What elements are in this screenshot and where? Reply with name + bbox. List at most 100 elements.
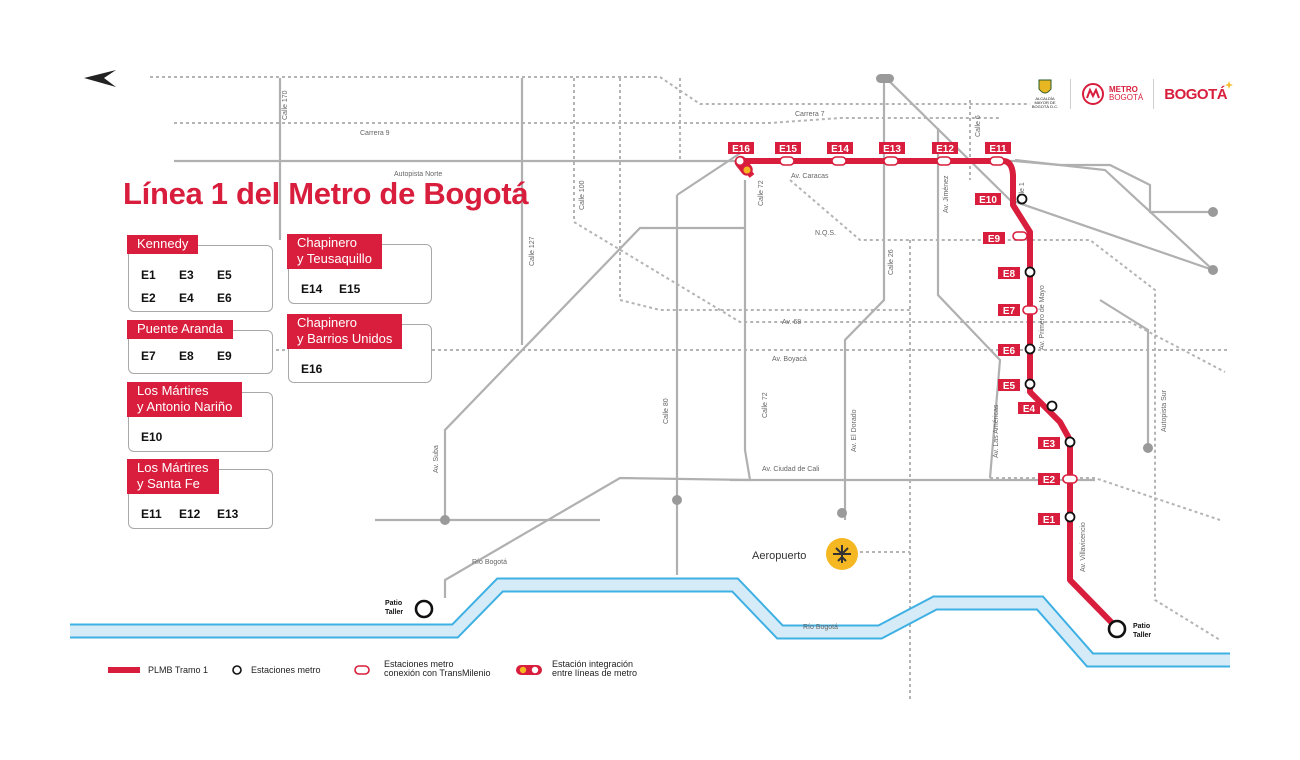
station-label-e8[interactable]: E8 [1003,269,1016,280]
north-arrow-icon [84,70,116,87]
station-label-bg-e10 [975,193,1001,205]
station-label-e13[interactable]: E13 [883,144,901,155]
label-calle100: Calle 100 [579,180,586,210]
station-label-e3[interactable]: E3 [1043,439,1056,450]
station-marker-e15[interactable] [779,156,795,166]
patio-taller-west[interactable] [414,599,434,619]
station-label-bg-e14 [827,142,853,154]
station-marker-e9[interactable] [1012,231,1028,241]
station-marker-e11[interactable] [989,156,1005,166]
label-av-las-americas: Av. Las Américas [993,404,1000,458]
patio-east-label-1: Patio [1133,623,1150,630]
station-label-bg-e7 [998,304,1020,316]
label-av-el-dorado: Av. El Dorado [851,409,858,452]
station-label-e16[interactable]: E16 [732,144,750,155]
station-marker-e3[interactable] [1064,436,1076,448]
legend-plmb: PLMB Tramo 1 [148,665,209,675]
label-carrera7: Carrera 7 [795,111,825,118]
station-label-bg-e15 [775,142,801,154]
label-av-ciudad-cali: Av. Ciudad de Cali [762,466,820,473]
label-calle170: Calle 170 [282,90,289,120]
patio-east-label-2: Taller [1133,632,1151,639]
station-label-e4[interactable]: E4 [1023,404,1036,415]
shield-icon [1038,79,1052,94]
station-marker-e6[interactable] [1024,343,1036,355]
station-label-e9[interactable]: E9 [988,234,1001,245]
station-marker-e1[interactable] [1064,511,1076,523]
label-calle72-a: Calle 72 [758,180,765,206]
station-label-bg-e13 [879,142,905,154]
label-av-boyaca: Av. Boyacá [772,356,807,363]
station-label-bg-e6 [998,344,1020,356]
station-label-bg-e1 [1038,513,1060,525]
station-label-bg-e4 [1018,402,1040,414]
district-title: Kennedy [127,235,199,254]
station-marker-e14[interactable] [831,156,847,166]
label-autopista-sur: Autopista Sur [1161,389,1168,432]
metro-m-icon [1082,83,1104,105]
legend-metro-stations: Estaciones metro [251,665,321,675]
station-label-e6[interactable]: E6 [1003,346,1016,357]
label-av-caracas: Av. Caracas [791,173,829,180]
label-carrera9: Carrera 9 [360,130,390,137]
station-marker-e12[interactable] [936,156,952,166]
station-label-e15[interactable]: E15 [779,144,797,155]
alcaldia-logo: ALCALDÍA MAYOR DE BOGOTÁ D.C. [1030,79,1060,109]
station-marker-e10[interactable] [1016,193,1028,205]
station-label-e10[interactable]: E10 [979,195,997,206]
station-label-bg-e9 [983,232,1005,244]
station-label-e2[interactable]: E2 [1043,475,1056,486]
station-label-bg-e2 [1038,473,1060,485]
label-calle26: Calle 26 [888,249,895,275]
station-label-e5[interactable]: E5 [1003,381,1016,392]
label-calle6: Calle 6 [975,115,982,137]
station-label-bg-e5 [998,379,1020,391]
station-label-bg-e3 [1038,437,1060,449]
station-label-bg-e16 [728,142,754,154]
label-av68: Av. 68 [782,319,801,326]
label-rio-bogota-2: Río Bogotá [803,624,838,631]
station-marker-e4[interactable] [1046,400,1058,412]
station-label-bg-e11 [985,142,1011,154]
station-marker-e8[interactable] [1024,266,1036,278]
label-av-villavicencio: Av. Villavicencio [1080,522,1087,572]
bogota-logo: BOGOTÁ [1164,85,1228,103]
station-label-e7[interactable]: E7 [1003,306,1016,317]
station-marker-e7[interactable] [1022,305,1038,315]
station-marker-e13[interactable] [883,156,899,166]
station-label-bg-e12 [932,142,958,154]
label-autopista-norte: Autopista Norte [394,171,442,178]
airplane-icon [833,545,851,563]
station-label-e1[interactable]: E1 [1043,515,1056,526]
label-av-jimenez: Av. Jiménez [943,175,950,213]
district-title: Puente Aranda [127,320,234,339]
road-end-markers [440,74,1218,525]
station-label-e12[interactable]: E12 [936,144,954,155]
legend-line-swatch [108,667,140,673]
stations-layer: E1 E2 E3 E4 E5 E6 E7 E8 E9 E10 E11 E12 E13 E14 E15 E16 [728,142,1078,526]
patio-taller-east[interactable] [1107,619,1127,639]
page-title: Línea 1 del Metro de Bogotá [123,176,529,211]
label-calle80: Calle 80 [663,398,670,424]
station-label-e14[interactable]: E14 [831,144,849,155]
label-calle72-b: Calle 72 [762,392,769,418]
station-label-e11[interactable]: E11 [989,144,1007,155]
metro-line-1 [740,158,1118,629]
secondary-roads [150,76,1230,700]
station-marker-e5[interactable] [1024,378,1036,390]
station-marker-e2[interactable] [1062,474,1078,484]
label-calle127: Calle 127 [529,236,536,266]
airport-label: Aeropuerto [752,550,806,562]
